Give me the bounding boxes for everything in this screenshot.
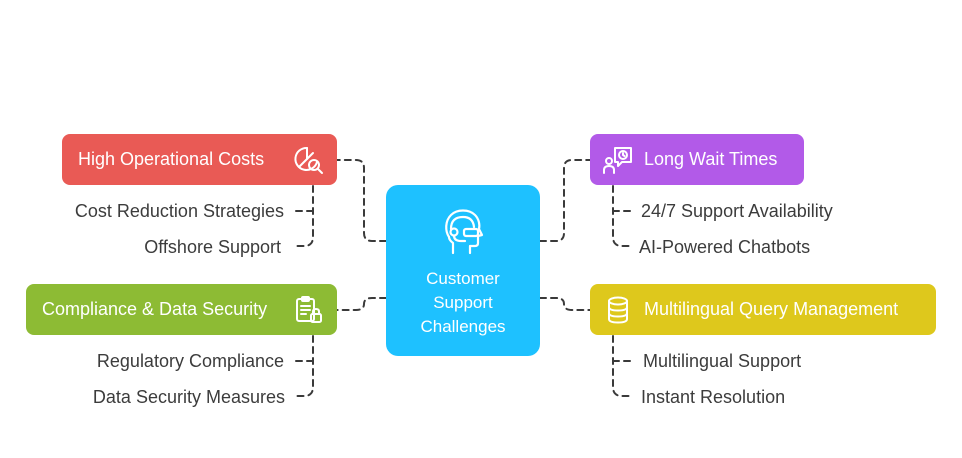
item-cost-reduction-strategies: Cost Reduction Strategies xyxy=(74,201,284,221)
center-node: Customer Support Challenges xyxy=(386,185,540,356)
center-title: Customer Support Challenges xyxy=(420,269,506,336)
headset-agent-icon xyxy=(445,209,484,255)
branch-label: Compliance & Data Security xyxy=(42,299,268,319)
item-multilingual-support: Multilingual Support xyxy=(643,351,802,371)
item-offshore-support: Offshore Support xyxy=(144,237,281,257)
item-instant-resolution: Instant Resolution xyxy=(641,387,786,407)
connector-center-bottom-right xyxy=(539,297,591,311)
connector-bottom-left-items xyxy=(293,335,314,397)
connector-top-right-items xyxy=(612,185,633,247)
connector-center-bottom-left xyxy=(336,297,387,311)
connector-center-top-right xyxy=(539,159,591,242)
item-24-7-support-availability: 24/7 Support Availability xyxy=(641,201,833,221)
branch-multilingual-query-management: Multilingual Query Management xyxy=(590,284,936,335)
branch-label: Multilingual Query Management xyxy=(644,299,899,319)
clipboard-lock-icon xyxy=(296,295,322,323)
connector-top-left-items xyxy=(293,185,314,247)
branch-high-operational-costs: High Operational Costs xyxy=(62,134,337,185)
pie-chart-magnifier-icon xyxy=(294,146,323,174)
branch-label: High Operational Costs xyxy=(78,149,265,169)
item-ai-powered-chatbots: AI-Powered Chatbots xyxy=(639,237,811,257)
branch-label: Long Wait Times xyxy=(644,149,778,169)
item-data-security-measures: Data Security Measures xyxy=(92,387,285,407)
branch-long-wait-times: Long Wait Times xyxy=(590,134,804,185)
connector-center-top-left xyxy=(336,159,387,242)
item-regulatory-compliance: Regulatory Compliance xyxy=(96,351,284,371)
connector-bottom-right-items xyxy=(612,335,633,397)
person-chat-clock-icon xyxy=(603,146,632,174)
branch-compliance-data-security: Compliance & Data Security xyxy=(26,284,337,335)
database-icon xyxy=(608,296,628,323)
